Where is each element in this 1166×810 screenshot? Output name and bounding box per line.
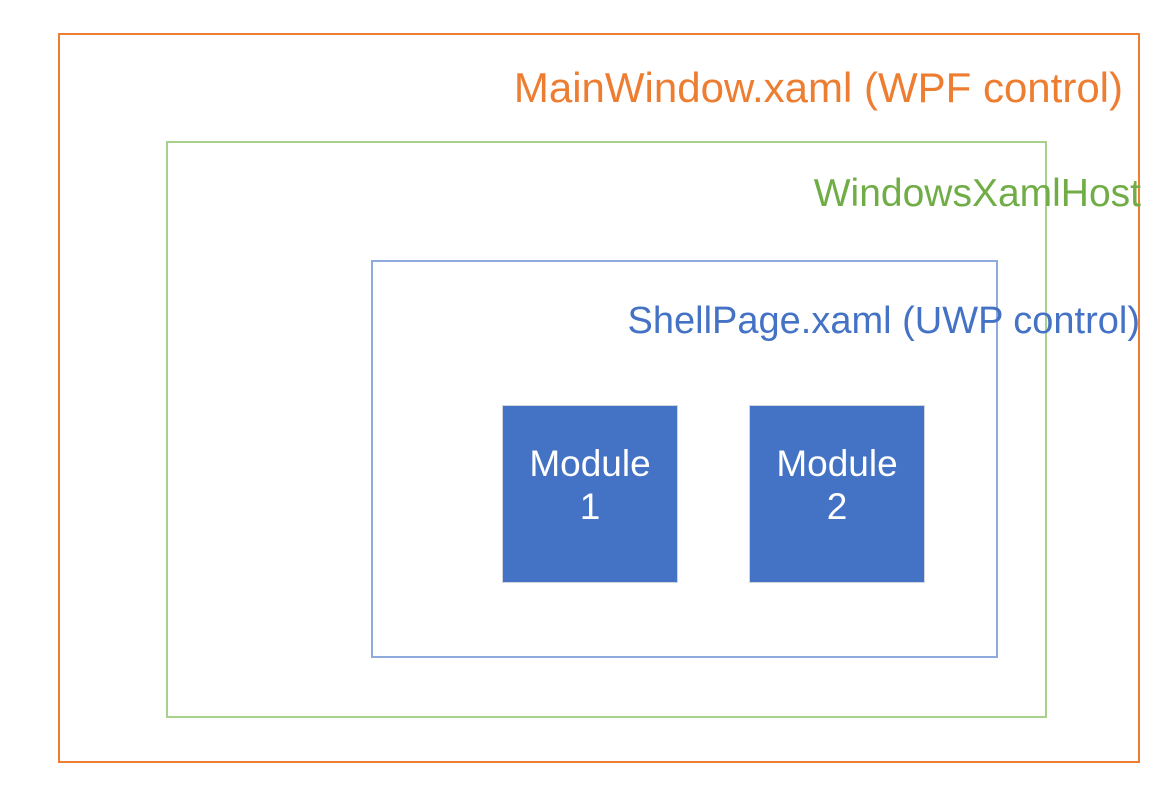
- module-1-label: Module: [529, 443, 651, 485]
- module-2-number: 2: [826, 486, 848, 527]
- shell-page-label: ShellPage.xaml (UWP control): [627, 300, 1140, 342]
- module-2-label: Module: [776, 443, 898, 485]
- wpf-window-label: MainWindow.xaml (WPF control): [513, 64, 1123, 111]
- module-1-number: 1: [579, 486, 601, 527]
- windows-xaml-host-frame: [166, 141, 1047, 718]
- module-block-1: Module 1: [502, 405, 678, 583]
- windows-xaml-host-label: WindowsXamlHost: [813, 172, 1141, 215]
- wpf-window-frame: [58, 33, 1140, 763]
- shell-page-frame: [371, 260, 998, 658]
- module-block-2: Module 2: [749, 405, 925, 583]
